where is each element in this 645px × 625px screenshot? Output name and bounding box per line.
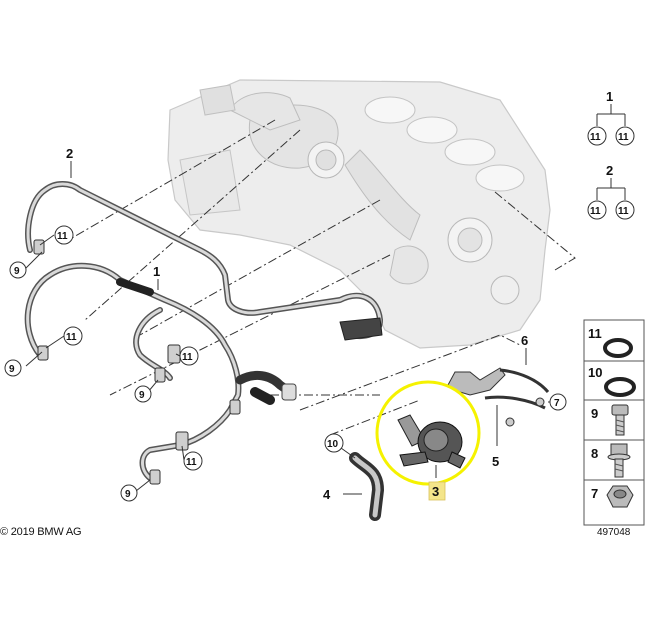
callout-11-a[interactable]: 11 [54,225,74,245]
callout-2[interactable]: 2 [66,146,73,161]
hex-nut-icon [606,485,634,508]
callout-11-c[interactable]: 11 [179,346,199,366]
hose-clips [33,239,241,485]
callout-10[interactable]: 10 [324,433,344,453]
selection-highlight-ring [375,380,481,486]
legend-tree-2-child-a: 11 [590,206,601,217]
svg-text:11: 11 [182,352,193,363]
engine-block-illustration [167,79,551,349]
svg-text:9: 9 [9,364,15,375]
legend-tree-2: 2 11 11 [587,163,635,220]
bolt-icon [607,443,631,478]
legend-tree-1-child-a: 11 [590,132,601,143]
screw-icon [611,404,629,436]
callout-9-d[interactable]: 9 [120,484,138,502]
callout-6[interactable]: 6 [521,333,528,348]
callout-11-b[interactable]: 11 [63,326,83,346]
legend-part-7-label: 7 [591,486,598,501]
svg-text:11: 11 [66,332,77,343]
copyright-text: © 2019 BMW AG [0,526,82,538]
callout-9-b[interactable]: 9 [4,359,22,377]
legend-part-8-label: 8 [591,446,598,461]
bracket-5 [447,367,550,427]
legend-tree-1: 1 11 11 [587,89,635,146]
legend-tree-2-parent: 2 [606,163,613,178]
callout-4[interactable]: 4 [323,487,331,502]
callout-5[interactable]: 5 [492,454,499,469]
legend-tree-1-parent: 1 [606,89,613,104]
svg-text:7: 7 [554,398,560,409]
callout-9-a[interactable]: 9 [9,261,27,279]
legend-tree-2-child-b: 11 [618,206,629,217]
o-ring-icon [603,338,633,358]
hose-2 [25,181,383,341]
hose-4 [349,452,385,521]
leader-lines [59,119,576,436]
callout-3-highlight-box [428,481,446,501]
svg-text:11: 11 [57,231,68,242]
callout-3[interactable]: 3 [432,484,439,499]
callout-11-d[interactable]: 11 [183,451,203,471]
svg-text:9: 9 [139,390,145,401]
legend-part-10-label: 10 [588,365,602,380]
water-pump-part-3[interactable] [397,414,466,469]
legend-part-11-label: 11 [588,326,602,341]
legend-tree-1-child-b: 11 [618,132,629,143]
diagram-reference-number: 497048 [597,527,631,538]
svg-text:10: 10 [327,439,339,450]
seal-ring-icon [604,377,636,397]
svg-text:9: 9 [14,266,20,277]
parts-legend-panel: 11 10 9 8 7 [583,319,645,526]
legend-part-9-label: 9 [591,406,598,421]
svg-text:11: 11 [186,457,197,468]
callout-leaders [25,161,550,495]
svg-text:9: 9 [125,489,131,500]
callout-7[interactable]: 7 [549,393,567,411]
callout-1[interactable]: 1 [153,264,160,279]
callout-9-c[interactable]: 9 [134,385,152,403]
